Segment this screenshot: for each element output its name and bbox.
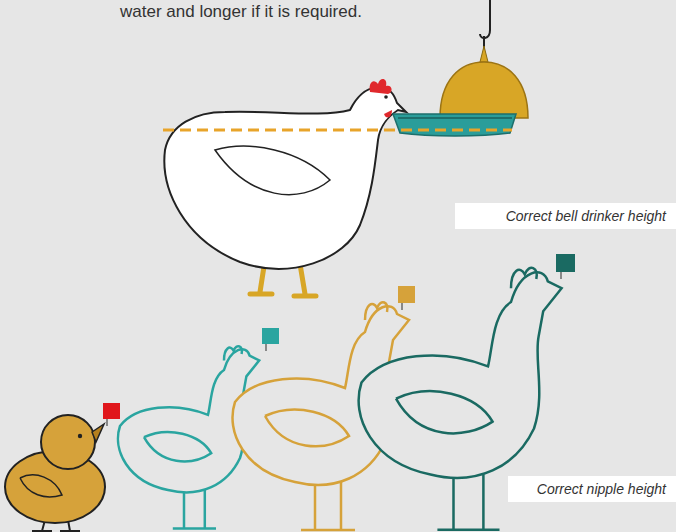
height-line [163,129,512,132]
hanger-string [480,0,490,38]
nipple-pin [106,419,108,426]
figure-caption-box: Correct nipple height [508,476,676,502]
nipple-pin [265,344,267,351]
nipple-pin [560,272,562,279]
figure-caption-box: Correct bell drinker height [455,203,676,229]
hen-wing [215,146,330,194]
tray-water [398,117,512,119]
chick-head [41,415,95,469]
bell-knob [480,46,488,62]
hen-wattle [384,110,392,117]
hen-body [164,88,406,269]
nipple-drinker [398,286,415,303]
nipple-drinker [103,403,120,419]
bell-tray [393,114,516,136]
nipple-drinker [262,328,279,344]
chick-wing [20,475,62,497]
body-text-box: water and longer if it is required. [120,2,362,22]
chick-beak [92,424,104,442]
body-text: water and longer if it is required. [120,2,362,21]
nipple-pin [401,303,403,310]
bell-dome [440,62,528,118]
figure-caption: Correct nipple height [537,481,666,497]
figure-caption: Correct bell drinker height [506,208,666,224]
hen-comb [370,79,392,94]
hen-eye [384,95,388,99]
chick-eye [78,434,82,438]
nipple-drinker [556,254,575,272]
